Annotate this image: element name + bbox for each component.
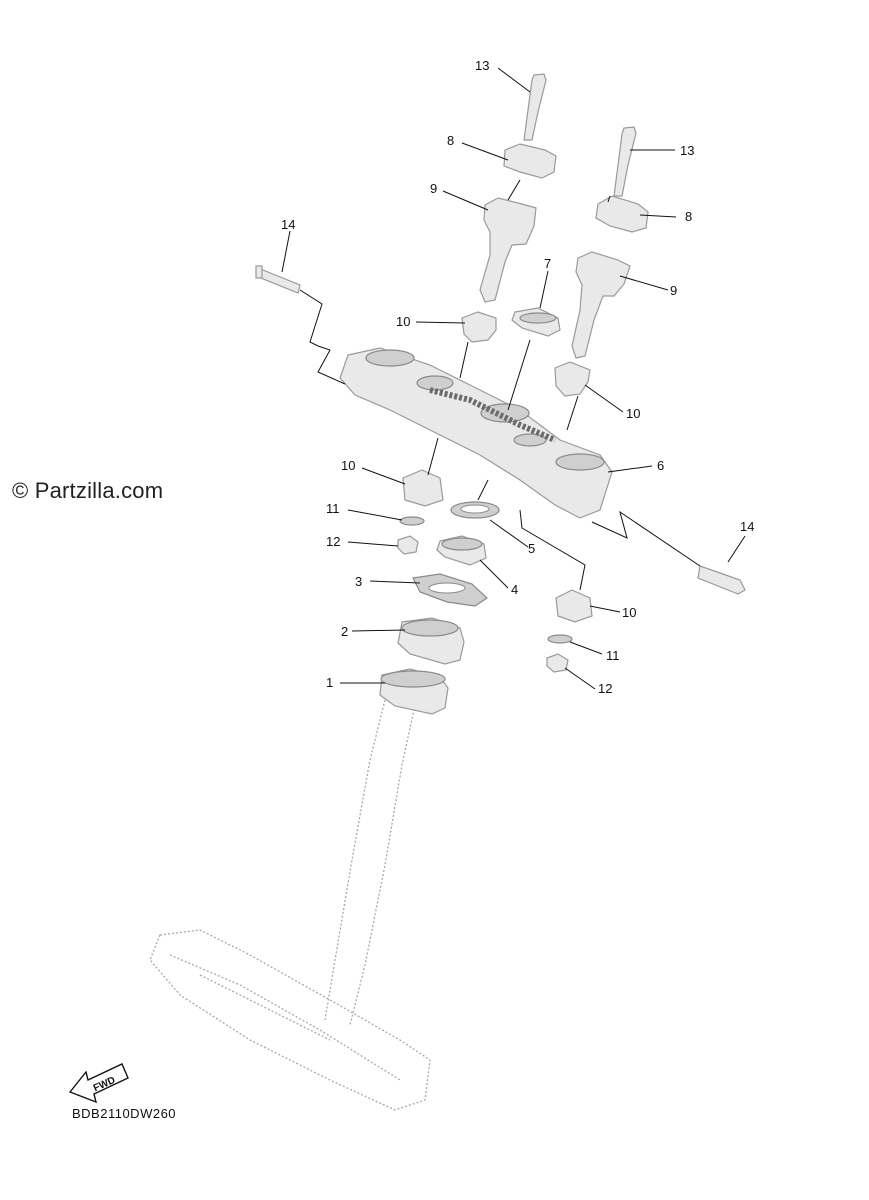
fwd-arrow-icon: FWD (68, 1063, 129, 1104)
callout-3: 3 (355, 574, 362, 589)
watermark: © Partzilla.com (12, 478, 164, 503)
callout-10: 10 (396, 314, 410, 329)
part-11-washer-b (547, 634, 573, 644)
part-8-clamp-left (503, 143, 557, 179)
part-9-riser-right (571, 251, 631, 359)
callout-12: 12 (598, 681, 612, 696)
callout-13: 13 (475, 58, 489, 73)
callout-7: 7 (544, 256, 551, 271)
callout-1: 1 (326, 675, 333, 690)
callout-10: 10 (341, 458, 355, 473)
part-10-damper-d (555, 589, 593, 623)
part-13-bolt-right (613, 126, 637, 197)
part-1-bearing-race (379, 668, 449, 715)
part-8-clamp-right (595, 195, 649, 233)
part-13-bolt-left (523, 73, 547, 141)
part-14-bolt-left (255, 265, 301, 294)
part-14-bolt-right (697, 565, 746, 595)
part-11-washer-a (399, 516, 425, 526)
part-5-washer (450, 501, 500, 519)
part-3-seal (412, 573, 488, 607)
part-10-damper-a (461, 311, 497, 343)
callout-8: 8 (447, 133, 454, 148)
callout-4: 4 (511, 582, 518, 597)
callout-14: 14 (740, 519, 754, 534)
part-10-damper-c (402, 469, 444, 507)
part-9-riser-left (479, 197, 537, 303)
part-6-upper-bracket (339, 347, 613, 519)
callout-5: 5 (528, 541, 535, 556)
callout-12: 12 (326, 534, 340, 549)
callout-13: 13 (680, 143, 694, 158)
assembly-guide-lines (299, 179, 701, 591)
callout-14: 14 (281, 217, 295, 232)
callout-10: 10 (622, 605, 636, 620)
part-10-damper-b (554, 361, 591, 397)
callout-8: 8 (685, 209, 692, 224)
part-7-washer (511, 307, 561, 337)
part-4-ring-nut (436, 535, 487, 566)
part-2-bearing (397, 617, 465, 665)
callout-2: 2 (341, 624, 348, 639)
callout-11: 11 (326, 501, 340, 516)
callout-9: 9 (670, 283, 677, 298)
callout-10: 10 (626, 406, 640, 421)
callout-numbers: 13 8 13 9 8 14 7 9 10 10 10 6 11 14 12 5… (281, 58, 754, 696)
callout-leaders (281, 67, 746, 690)
callout-11: 11 (606, 648, 620, 663)
callout-6: 6 (657, 458, 664, 473)
diagram-code: BDB2110DW260 (72, 1106, 177, 1121)
part-12-nut-b (546, 653, 569, 673)
callout-9: 9 (430, 181, 437, 196)
lower-bracket-stem (149, 699, 431, 1111)
part-12-nut-a (397, 535, 419, 555)
